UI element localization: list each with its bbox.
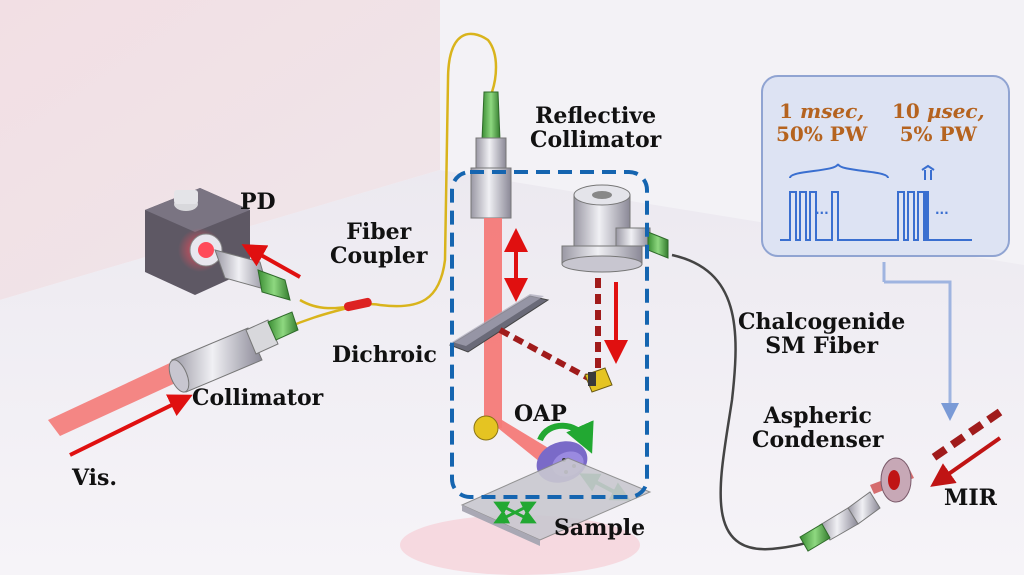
collimator bbox=[168, 311, 299, 393]
reflective-collimator bbox=[561, 184, 669, 273]
reflected-beam bbox=[498, 327, 594, 383]
modulation-connector bbox=[884, 280, 959, 421]
label-collimator: Collimator bbox=[192, 385, 324, 411]
aspheric-condenser bbox=[880, 457, 912, 503]
pulse-train bbox=[780, 191, 972, 241]
mir-incoming-beam bbox=[927, 408, 1003, 464]
label-dichroic: Dichroic bbox=[332, 342, 437, 368]
oap-mount bbox=[473, 415, 499, 441]
label-pd: PD bbox=[240, 189, 276, 215]
fiber-connector-bottom bbox=[799, 491, 881, 552]
fiber-collimator-top bbox=[470, 91, 512, 219]
vis-beam bbox=[48, 362, 182, 436]
beam-block bbox=[584, 367, 613, 393]
background-wall bbox=[0, 0, 440, 300]
pulse-ellipsis-left: ... bbox=[815, 203, 829, 217]
pulse-ellipsis-right: ... bbox=[935, 203, 949, 217]
fiber-coupler bbox=[344, 297, 372, 312]
inset-left-text: 1 msec, 50% PW bbox=[776, 99, 868, 146]
rotation-arrow bbox=[537, 420, 594, 454]
label-oap: OAP bbox=[514, 401, 567, 427]
inset-right-text: 10 µsec, 5% PW bbox=[892, 99, 985, 146]
label-mir: MIR bbox=[944, 485, 997, 511]
mir-input-arrow bbox=[930, 436, 1002, 487]
pulse-inset bbox=[761, 75, 1010, 257]
label-vis: Vis. bbox=[72, 465, 118, 491]
label-sample: Sample bbox=[554, 515, 646, 541]
photodetector bbox=[145, 188, 291, 301]
vis-arrow bbox=[69, 394, 193, 457]
pd-arrow bbox=[241, 244, 301, 279]
measurement-head-outline bbox=[450, 170, 649, 499]
